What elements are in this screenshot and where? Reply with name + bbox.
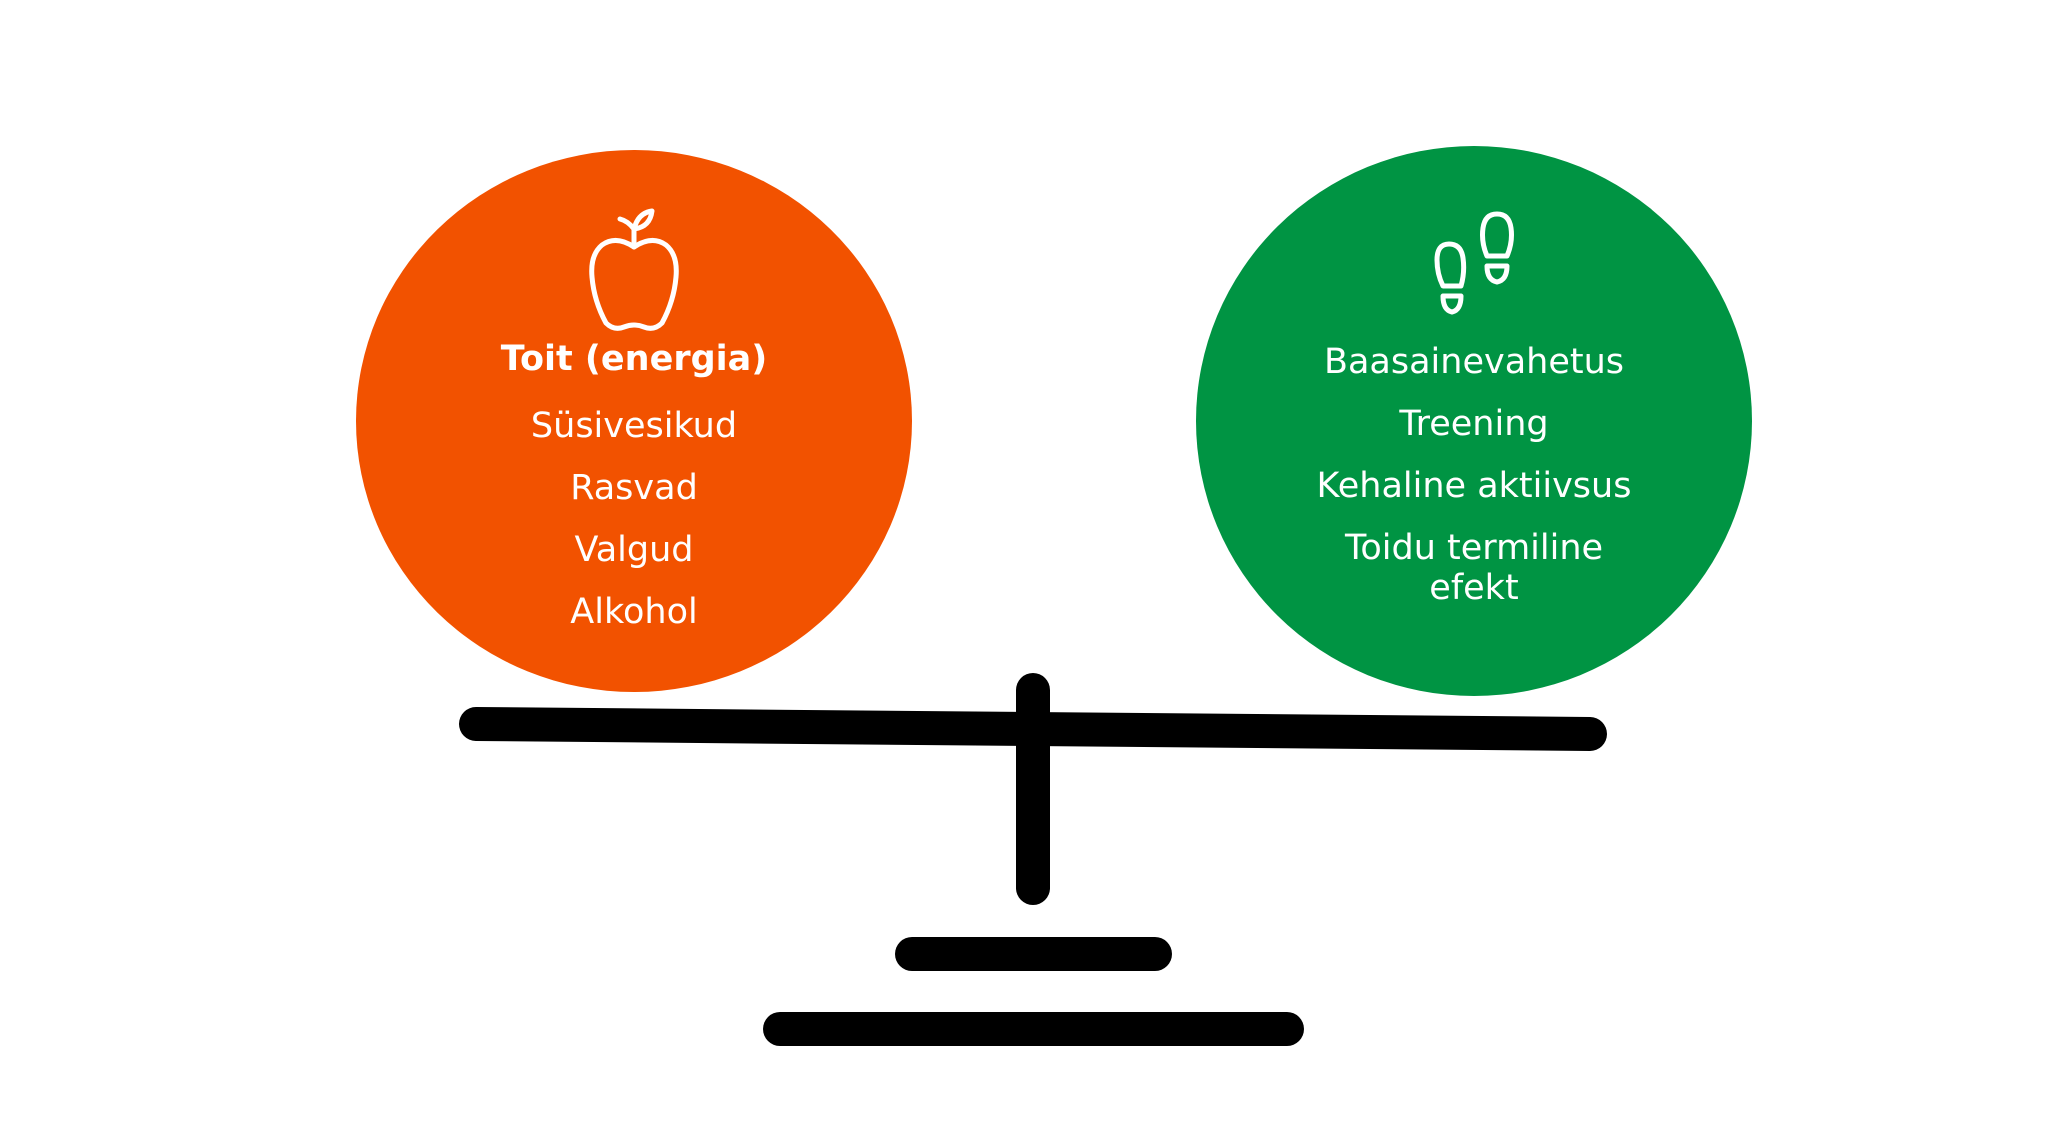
list-item: Kehaline aktiivsus <box>1316 466 1632 506</box>
footprints-icon <box>1434 211 1514 315</box>
list-item: Treening <box>1399 404 1549 444</box>
apple-icon <box>589 208 679 331</box>
list-item: Valgud <box>574 530 694 570</box>
food-items-list: Süsivesikud Rasvad Valgud Alkohol <box>356 406 912 654</box>
expenditure-items-list: Baasainevahetus Treening Kehaline aktiiv… <box>1196 342 1752 630</box>
energy-expenditure-circle: Baasainevahetus Treening Kehaline aktiiv… <box>1196 146 1752 696</box>
list-item: Toidu termiline efekt <box>1344 528 1604 608</box>
list-item: Baasainevahetus <box>1323 342 1625 382</box>
food-heading: Toit (energia) <box>500 339 768 379</box>
food-energy-circle: Toit (energia) Süsivesikud Rasvad Valgud… <box>356 150 912 692</box>
list-item: Alkohol <box>570 592 698 632</box>
list-item: Süsivesikud <box>530 406 738 446</box>
list-item: Rasvad <box>570 468 698 508</box>
